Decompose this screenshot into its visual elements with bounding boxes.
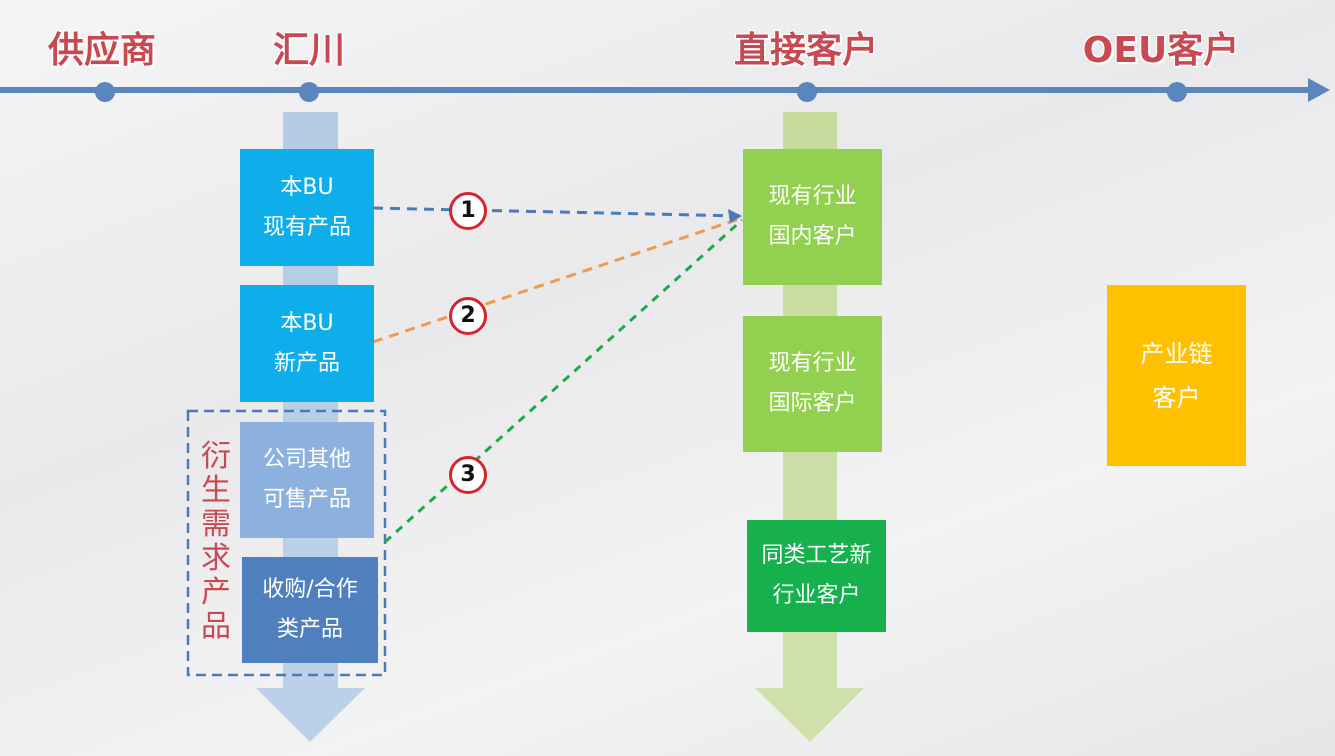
new-product-box: 本BU 新产品 [240, 285, 374, 402]
path-2-marker: 2 [449, 297, 487, 335]
acquired-products-box: 收购/合作 类产品 [242, 557, 378, 663]
timeline-label-direct-customer: 直接客户 [733, 30, 878, 71]
timeline-label-inovance: 汇川 [272, 30, 345, 71]
existing-product-line1: 本BU [280, 174, 334, 200]
other-products-box: 公司其他 可售产品 [240, 422, 374, 538]
path-1-marker: 1 [449, 192, 487, 230]
path-2-line [372, 216, 743, 344]
new-industry-customer-box: 同类工艺新 行业客户 [747, 520, 886, 632]
path-arrowhead [728, 209, 742, 223]
left-flow-arrow-head [256, 688, 365, 742]
new-industry-customer-line1: 同类工艺新 [761, 543, 872, 568]
timeline-label-oeu-customer: OEU客户 [1082, 30, 1240, 71]
new-product-line2: 新产品 [273, 350, 340, 376]
existing-product-line2: 现有产品 [262, 214, 351, 240]
timeline-label-supplier: 供应商 [47, 30, 156, 71]
domestic-customer-line1: 现有行业 [768, 184, 857, 209]
industry-chain-line2: 客户 [1152, 383, 1201, 412]
domestic-customer-box: 现有行业 国内客户 [743, 149, 882, 285]
industry-chain-customer-box: 产业链 客户 [1107, 285, 1246, 466]
other-products-line2: 可售产品 [262, 487, 351, 512]
existing-product-box: 本BU 现有产品 [240, 149, 374, 266]
timeline-dot-direct-customer [797, 82, 817, 102]
timeline-dot-inovance [299, 82, 319, 102]
derived-products-group-border [186, 409, 387, 677]
middle-flow-arrow-head [755, 688, 864, 742]
acquired-products-line1: 收购/合作 [262, 577, 358, 602]
new-product-line1: 本BU [280, 310, 334, 336]
timeline-dot-supplier [95, 82, 115, 102]
derived-demand-label: 衍生需求产品 [201, 439, 231, 644]
acquired-products-line2: 类产品 [276, 617, 343, 642]
international-customer-line1: 现有行业 [768, 351, 857, 376]
international-customer-box: 现有行业 国际客户 [743, 316, 882, 452]
industry-chain-line1: 产业链 [1140, 339, 1213, 368]
path-3-marker: 3 [449, 456, 487, 494]
timeline-dot-oeu-customer [1167, 82, 1187, 102]
path-1-line [372, 206, 743, 218]
other-products-line1: 公司其他 [262, 447, 351, 472]
international-customer-line2: 国际客户 [768, 391, 857, 416]
domestic-customer-line2: 国内客户 [768, 224, 857, 249]
timeline-arrowhead [1308, 78, 1330, 102]
new-industry-customer-line2: 行业客户 [772, 583, 861, 608]
path-3-line [383, 218, 744, 544]
